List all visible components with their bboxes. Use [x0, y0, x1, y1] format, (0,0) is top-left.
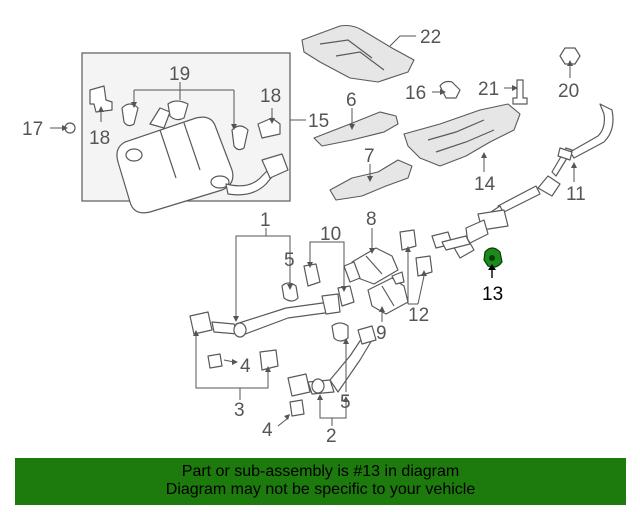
heat-shield-14[interactable]	[403, 103, 521, 167]
arrowheads	[62, 60, 577, 420]
gasket-12-bottom[interactable]	[415, 255, 433, 277]
part-labels: 22 19 18 18 17 15 16 21 20 6 7 14 11 8 1…	[22, 27, 586, 447]
part-label-8[interactable]: 8	[366, 209, 377, 230]
banner-line-2: Diagram may not be specific to your vehi…	[165, 481, 476, 498]
gasket-3[interactable]	[259, 349, 279, 371]
front-pipe-2[interactable]	[287, 325, 377, 397]
leader-lines	[50, 35, 575, 427]
part-label-9[interactable]: 9	[376, 323, 387, 344]
muffler-assembly[interactable]	[116, 107, 289, 214]
part-label-18-right[interactable]: 18	[260, 86, 281, 107]
part-label-1[interactable]: 1	[260, 210, 271, 231]
part-label-12[interactable]: 12	[408, 305, 429, 326]
part-label-3[interactable]: 3	[234, 400, 245, 421]
part-label-20[interactable]: 20	[558, 81, 579, 102]
bolt-21[interactable]	[512, 79, 528, 105]
part-label-6[interactable]: 6	[346, 90, 357, 111]
part-label-16[interactable]: 16	[405, 83, 426, 104]
part-label-15[interactable]: 15	[308, 111, 329, 132]
gasket-16[interactable]	[439, 80, 461, 99]
part-label-7[interactable]: 7	[364, 146, 375, 167]
hanger-rubber-right[interactable]	[231, 125, 249, 151]
nut-4-upper[interactable]	[207, 353, 223, 369]
part-label-22[interactable]: 22	[420, 27, 441, 48]
gasket-10-left[interactable]	[303, 263, 321, 287]
part-label-2[interactable]: 2	[326, 426, 337, 447]
part-label-10[interactable]: 10	[320, 224, 341, 245]
part-label-5-lower[interactable]: 5	[340, 392, 351, 413]
banner-line-1: Part or sub-assembly is #13 in diagram	[181, 463, 460, 480]
part-label-17[interactable]: 17	[22, 119, 43, 140]
gasket-10-right[interactable]	[337, 285, 355, 307]
part-label-13[interactable]: 13	[482, 284, 503, 305]
part-label-18-left[interactable]: 18	[89, 128, 110, 149]
rubber-hanger-13[interactable]	[483, 247, 503, 268]
nut-20[interactable]	[559, 47, 581, 65]
part-label-4-lower[interactable]: 4	[262, 420, 273, 441]
part-label-19[interactable]: 19	[169, 64, 190, 85]
part-label-4-upper[interactable]: 4	[240, 356, 251, 377]
heat-shield-6[interactable]	[313, 111, 399, 147]
heat-shield-floor[interactable]	[301, 24, 415, 83]
front-pipe-1[interactable]	[189, 293, 341, 338]
bracket-left[interactable]	[89, 85, 113, 113]
part-label-14[interactable]: 14	[474, 174, 496, 195]
gasket-12-top[interactable]	[399, 229, 417, 251]
gasket-5-lower[interactable]	[331, 322, 349, 342]
rear-pipe-assembly[interactable]	[431, 103, 614, 259]
catalytic-converter-8[interactable]	[343, 247, 399, 285]
gasket-5-upper[interactable]	[281, 282, 299, 302]
hanger-rubber-left[interactable]	[121, 103, 139, 127]
part-label-11[interactable]: 11	[566, 184, 586, 205]
hanger-rubber-center[interactable]	[167, 100, 189, 121]
part-label-5-upper[interactable]: 5	[284, 250, 295, 271]
part-label-21[interactable]: 21	[478, 79, 499, 100]
nut-4-lower[interactable]	[289, 399, 305, 417]
info-banner: Part or sub-assembly is #13 in diagram D…	[15, 458, 626, 505]
